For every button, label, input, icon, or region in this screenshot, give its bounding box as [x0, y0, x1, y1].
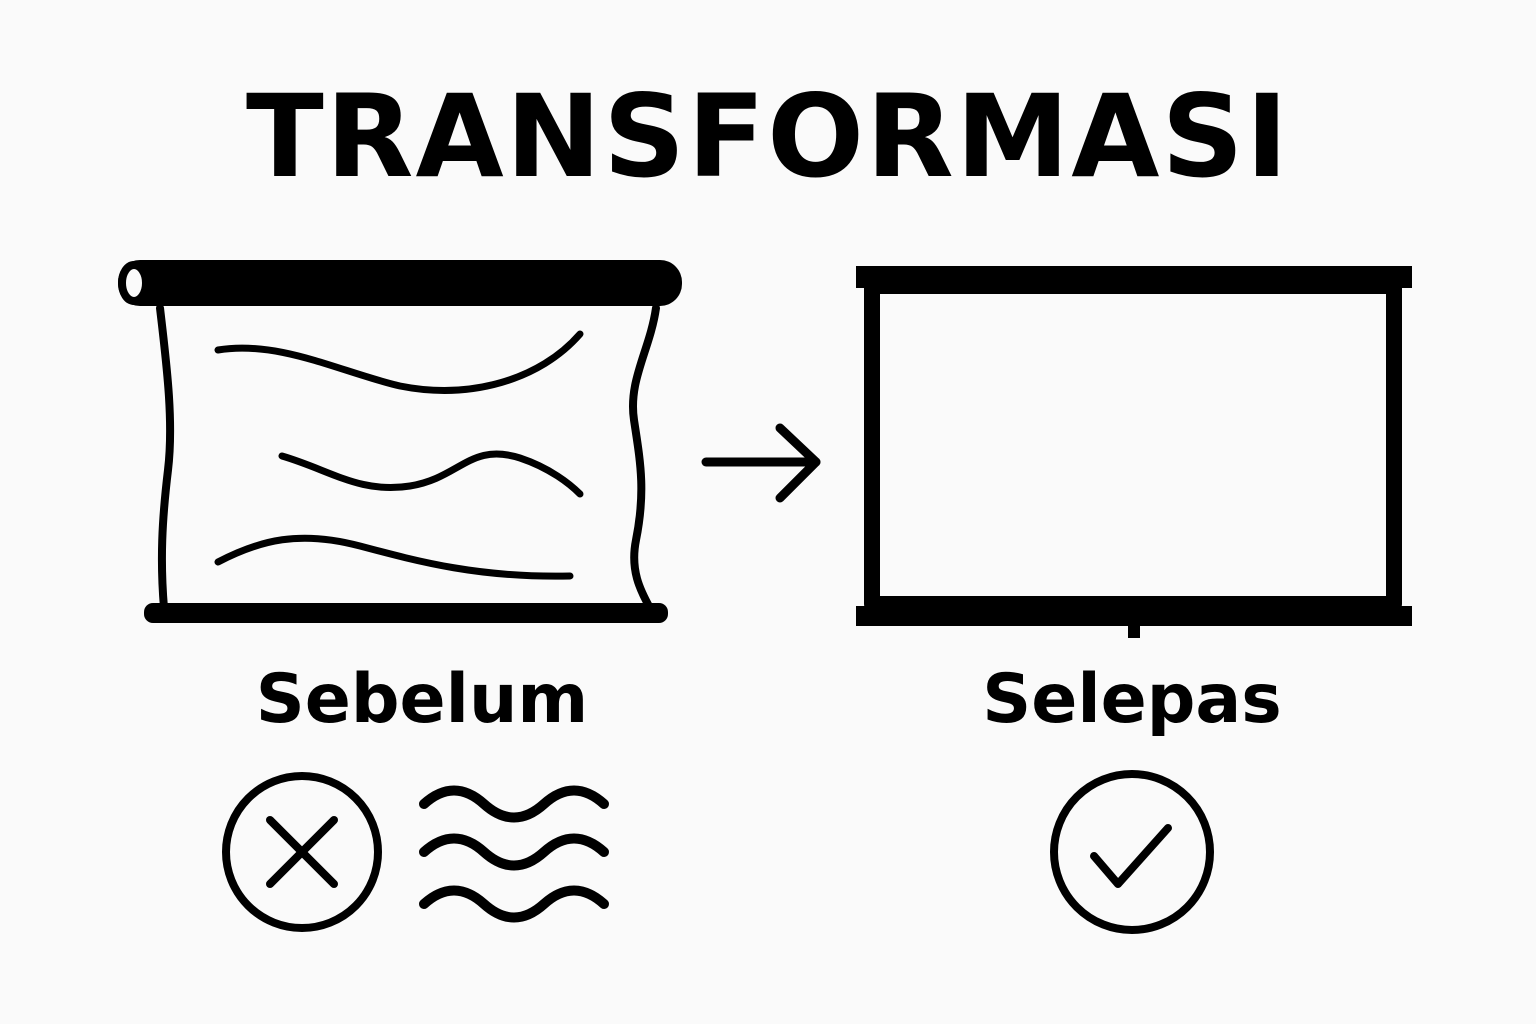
wavy-lines-icon	[419, 785, 609, 923]
wrinkled-screen-illustration	[118, 260, 682, 623]
screen-frame	[864, 278, 1402, 612]
after-label: Selepas	[982, 660, 1282, 739]
screen-right-edge	[629, 304, 660, 612]
screen-bottom-bar	[856, 606, 1412, 626]
screen-stand-tab	[1128, 624, 1140, 638]
roller-end-cap	[118, 261, 150, 305]
x-circle-icon	[222, 772, 382, 932]
screen-left-edge	[156, 304, 175, 612]
wrinkle-line-2	[278, 450, 584, 498]
wrinkle-line-1	[214, 330, 584, 394]
before-label: Sebelum	[255, 660, 589, 739]
screen-bottom-bar	[144, 603, 668, 623]
arrow-right-icon	[701, 423, 821, 503]
check-circle-icon	[1050, 770, 1214, 934]
wrinkle-line-3	[214, 534, 574, 580]
screen-roller-bar	[118, 260, 682, 306]
page-title: TRANSFORMASI	[245, 70, 1291, 203]
flat-screen-illustration	[856, 266, 1412, 638]
